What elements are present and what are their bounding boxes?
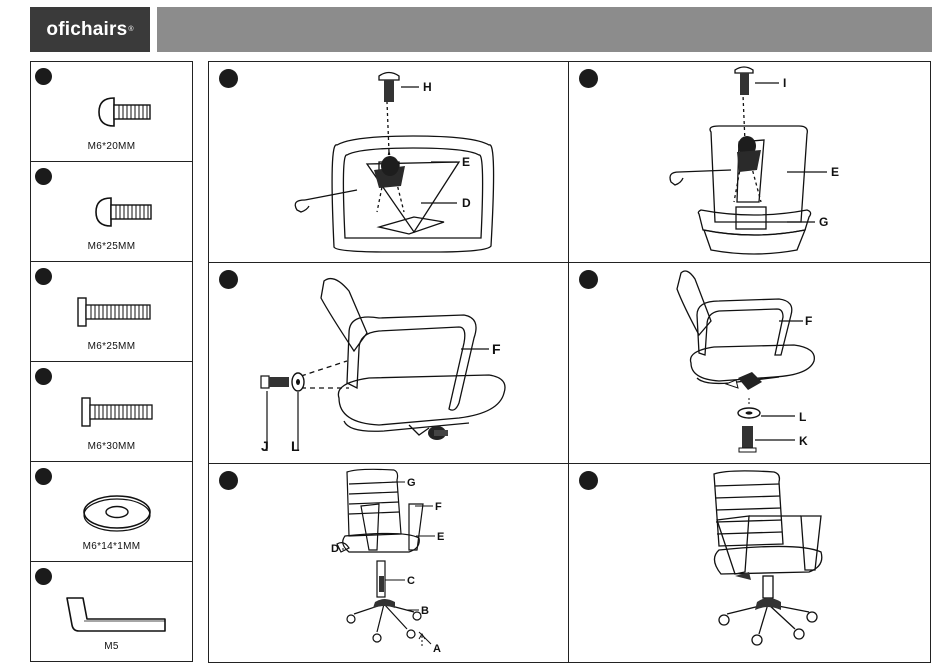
part-size-label: M6*14*1MM xyxy=(31,541,192,552)
part-letter-label: D xyxy=(331,543,339,555)
part-letter-label: I xyxy=(783,76,786,90)
part-size-label: M6*25MM xyxy=(31,341,192,352)
part-item: M6*25MM xyxy=(31,162,192,262)
backrest-attach-illustration: I E G xyxy=(569,62,930,263)
part-size-label: M5 xyxy=(31,641,192,652)
part-size-label: M6*30MM xyxy=(31,441,192,452)
armrest-attach-illustration: J L F xyxy=(209,263,569,464)
part-letter-label: H xyxy=(423,80,432,94)
step-bullet xyxy=(35,268,52,285)
header-bar xyxy=(157,7,932,52)
part-letter-label: K xyxy=(799,434,808,448)
part-item: M6*25MM xyxy=(31,262,192,362)
full-assembly-illustration: G F E D C B A xyxy=(209,464,569,662)
part-letter-label: F xyxy=(805,314,812,328)
washer-icon xyxy=(31,484,194,539)
part-letter-label: E xyxy=(437,531,444,543)
brand-logo: oficha​irs® xyxy=(30,7,150,52)
step-panel-4: F L K xyxy=(569,263,930,464)
allen-key-icon xyxy=(31,584,194,639)
flat-head-bolt-icon xyxy=(31,384,194,439)
part-letter-label: G xyxy=(407,477,416,489)
step-panel-1: H E D xyxy=(209,62,569,263)
part-letter-label: E xyxy=(462,155,470,169)
step-bullet xyxy=(35,468,52,485)
step-panel-3: J L F xyxy=(209,263,569,464)
part-letter-label: L xyxy=(799,410,806,424)
completed-chair-illustration xyxy=(569,464,930,662)
armrest-attach-illustration: F L K xyxy=(569,263,930,464)
brand-name: oficha​irs xyxy=(46,19,127,41)
part-letter-label: F xyxy=(492,341,501,357)
seat-mechanism-illustration: H E D xyxy=(209,62,569,263)
part-item: M6*30MM xyxy=(31,362,192,462)
step-panel-6 xyxy=(569,464,930,662)
assembly-steps: H E D xyxy=(208,61,931,663)
part-letter-label: L xyxy=(291,438,300,454)
step-bullet xyxy=(35,568,52,585)
part-item: M6*14*1MM xyxy=(31,462,192,562)
part-item: M5 xyxy=(31,562,192,661)
step-bullet xyxy=(35,68,52,85)
part-letter-label: C xyxy=(407,575,415,587)
part-letter-label: D xyxy=(462,196,471,210)
part-size-label: M6*20MM xyxy=(31,141,192,152)
part-letter-label: B xyxy=(421,605,429,617)
flat-head-bolt-icon xyxy=(31,284,194,339)
parts-list: M6*20MM M6*25MM M6*25M xyxy=(30,61,193,662)
part-letter-label: E xyxy=(831,165,839,179)
part-size-label: M6*25MM xyxy=(31,241,192,252)
step-bullet xyxy=(35,368,52,385)
part-letter-label: F xyxy=(435,501,442,513)
registered-mark: ® xyxy=(128,26,133,33)
step-bullet xyxy=(35,168,52,185)
part-item: M6*20MM xyxy=(31,62,192,162)
step-panel-5: G F E D C B A xyxy=(209,464,569,662)
part-letter-label: G xyxy=(819,215,828,229)
part-letter-label: J xyxy=(261,438,269,454)
step-panel-2: I E G xyxy=(569,62,930,263)
part-letter-label: A xyxy=(433,643,441,655)
mushroom-head-bolt-icon xyxy=(31,84,194,139)
mushroom-head-bolt-icon xyxy=(31,184,194,239)
